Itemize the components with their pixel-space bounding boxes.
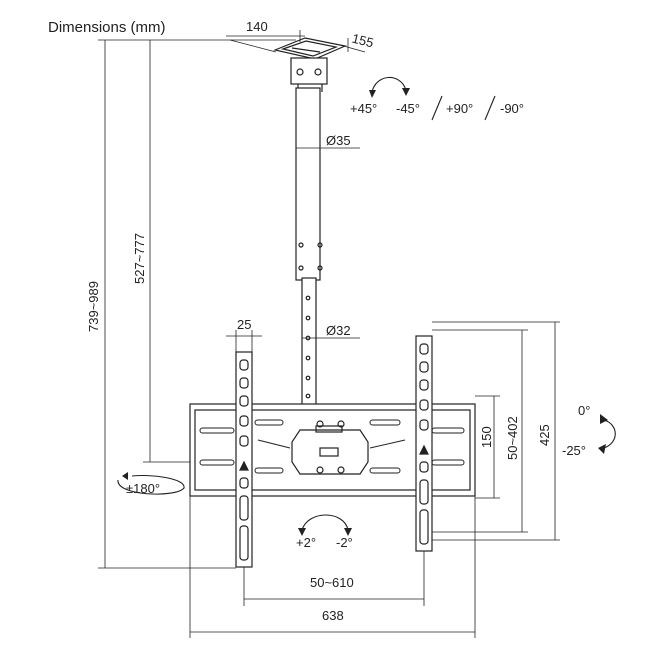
level-pos-label: +2° [296,535,317,550]
vesa-v-label: 50~402 [505,416,520,460]
rail-height-label: 150 [479,426,494,448]
right-arm [415,335,433,552]
tilt-neg-label: -25° [562,443,586,458]
rail-slots [199,419,465,474]
telescopic-pole [295,87,323,415]
bottom-dimension-lines [189,496,476,638]
pan-neg-label: -45° [396,101,420,116]
bracket-width-label: 638 [322,608,344,623]
left-arm [235,351,253,568]
plate-dimension-lines [226,30,366,53]
diagram-title: Dimensions (mm) [48,19,166,36]
pan-pos-label: +45° [350,101,378,116]
pole-height-label: 527~777 [132,233,147,284]
rotation-arrows [117,76,616,536]
height-dimension-lines [98,39,296,569]
lower-pole-diameter: Ø32 [326,323,351,338]
level-neg-label: -2° [336,535,353,550]
total-height-label: 739~989 [86,281,101,332]
ceiling-plate [272,37,347,92]
rot-neg-label: -90° [500,101,524,116]
upper-pole-diameter: Ø35 [326,133,351,148]
arm-width-lines [226,330,262,352]
tilt-zero-label: 0° [578,403,591,418]
right-dimension-lines [432,321,560,541]
swivel-label: ±180° [126,481,161,496]
arm-height-label: 425 [537,424,552,446]
rot-pos-label: +90° [446,101,474,116]
plate-width-label: 140 [246,19,268,34]
arm-width-label: 25 [237,317,252,332]
vesa-h-label: 50~610 [310,575,354,590]
